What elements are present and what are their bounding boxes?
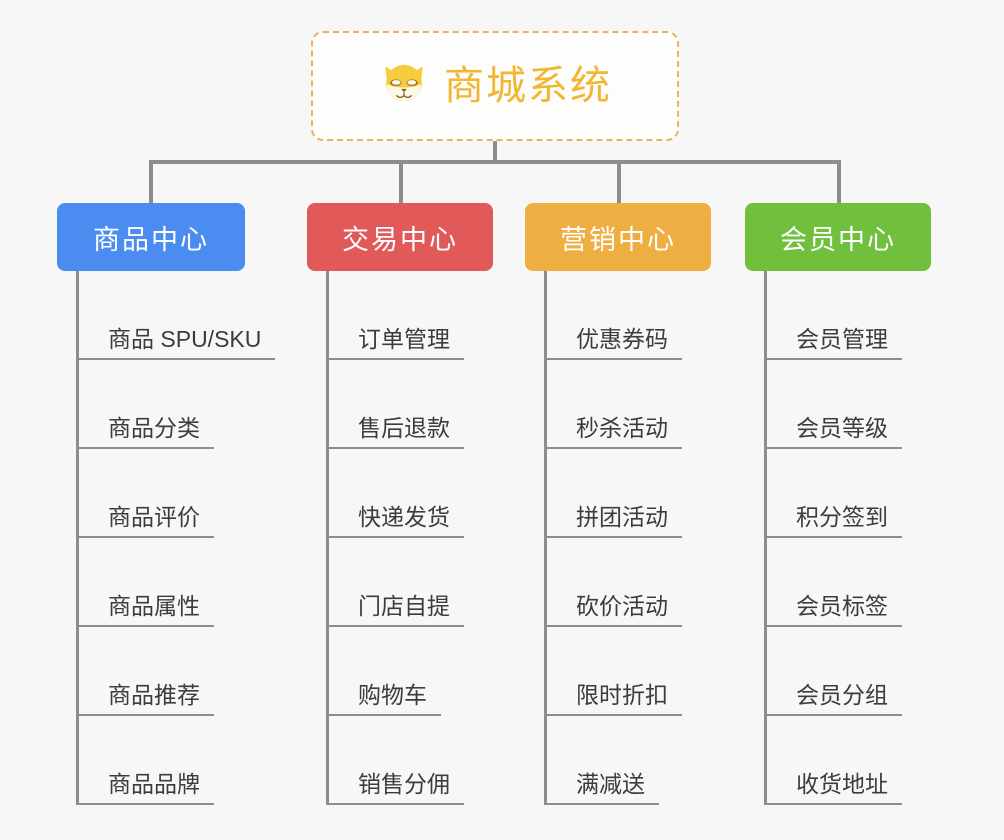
leaf-label: 快递发货	[326, 504, 464, 538]
category-header-3[interactable]: 营销中心	[525, 203, 711, 271]
list-item[interactable]: 门店自提	[326, 538, 493, 627]
leaf-label: 会员标签	[764, 593, 902, 627]
leaf-label: 限时折扣	[544, 682, 682, 716]
leaf-label: 门店自提	[326, 593, 464, 627]
connector-drop-column-4	[837, 160, 841, 203]
list-item[interactable]: 商品属性	[76, 538, 245, 627]
column-spine-1	[76, 271, 79, 805]
list-item[interactable]: 满减送	[544, 716, 711, 805]
connector-drop-column-3	[617, 160, 621, 203]
list-item[interactable]: 商品 SPU/SKU	[76, 271, 276, 360]
branch-column-3: 营销中心 优惠券码 秒杀活动 拼团活动 砍价活动 限时折扣 满减送	[525, 203, 711, 805]
list-item[interactable]: 商品评价	[76, 449, 245, 538]
leaf-label: 满减送	[544, 771, 659, 805]
leaf-list-1: 商品 SPU/SKU 商品分类 商品评价 商品属性 商品推荐 商品品牌	[76, 271, 276, 805]
column-spine-2	[326, 271, 329, 805]
leaf-label: 订单管理	[326, 326, 464, 360]
leaf-label: 拼团活动	[544, 504, 682, 538]
leaf-label: 会员等级	[764, 415, 902, 449]
branch-column-4: 会员中心 会员管理 会员等级 积分签到 会员标签 会员分组 收货地址	[745, 203, 931, 805]
list-item[interactable]: 优惠券码	[544, 271, 711, 360]
list-item[interactable]: 商品推荐	[76, 627, 245, 716]
category-label-3: 营销中心	[560, 224, 676, 255]
list-item[interactable]: 积分签到	[764, 449, 931, 538]
leaf-list-3: 优惠券码 秒杀活动 拼团活动 砍价活动 限时折扣 满减送	[544, 271, 711, 805]
leaf-label: 购物车	[326, 682, 441, 716]
list-item[interactable]: 订单管理	[326, 271, 493, 360]
category-label-4: 会员中心	[780, 224, 896, 255]
column-spine-3	[544, 271, 547, 805]
list-item[interactable]: 购物车	[326, 627, 493, 716]
leaf-list-2: 订单管理 售后退款 快递发货 门店自提 购物车 销售分佣	[326, 271, 493, 805]
branch-column-2: 交易中心 订单管理 售后退款 快递发货 门店自提 购物车 销售分佣	[307, 203, 493, 805]
leaf-list-4: 会员管理 会员等级 积分签到 会员标签 会员分组 收货地址	[764, 271, 931, 805]
list-item[interactable]: 拼团活动	[544, 449, 711, 538]
leaf-label: 秒杀活动	[544, 415, 682, 449]
leaf-label: 商品推荐	[76, 682, 214, 716]
leaf-label: 商品属性	[76, 593, 214, 627]
leaf-label: 商品 SPU/SKU	[76, 326, 276, 360]
leaf-label: 积分签到	[764, 504, 902, 538]
leaf-label: 商品品牌	[76, 771, 214, 805]
leaf-label: 售后退款	[326, 415, 464, 449]
category-header-2[interactable]: 交易中心	[307, 203, 493, 271]
leaf-label: 优惠券码	[544, 326, 682, 360]
shiba-dog-icon	[385, 64, 423, 102]
column-spine-4	[764, 271, 767, 805]
list-item[interactable]: 销售分佣	[326, 716, 493, 805]
connector-root-stem	[493, 141, 497, 164]
category-header-4[interactable]: 会员中心	[745, 203, 931, 271]
connector-drop-column-1	[149, 160, 153, 203]
leaf-label: 会员管理	[764, 326, 902, 360]
category-header-1[interactable]: 商品中心	[57, 203, 245, 271]
leaf-label: 砍价活动	[544, 593, 682, 627]
leaf-label: 收货地址	[764, 771, 902, 805]
leaf-label: 商品评价	[76, 504, 214, 538]
leaf-label: 会员分组	[764, 682, 902, 716]
category-label-2: 交易中心	[342, 224, 458, 255]
connector-horizontal-bus	[149, 160, 841, 164]
list-item[interactable]: 会员标签	[764, 538, 931, 627]
list-item[interactable]: 会员分组	[764, 627, 931, 716]
list-item[interactable]: 砍价活动	[544, 538, 711, 627]
list-item[interactable]: 秒杀活动	[544, 360, 711, 449]
list-item[interactable]: 会员管理	[764, 271, 931, 360]
list-item[interactable]: 快递发货	[326, 449, 493, 538]
connector-drop-column-2	[399, 160, 403, 203]
leaf-label: 销售分佣	[326, 771, 464, 805]
list-item[interactable]: 限时折扣	[544, 627, 711, 716]
leaf-label: 商品分类	[76, 415, 214, 449]
list-item[interactable]: 商品分类	[76, 360, 245, 449]
list-item[interactable]: 商品品牌	[76, 716, 245, 805]
category-label-1: 商品中心	[93, 224, 209, 255]
root-node[interactable]: 商城系统	[311, 31, 679, 141]
branch-column-1: 商品中心 商品 SPU/SKU 商品分类 商品评价 商品属性 商品推荐 商品品牌	[57, 203, 276, 805]
list-item[interactable]: 收货地址	[764, 716, 931, 805]
root-label: 商城系统	[444, 64, 612, 108]
list-item[interactable]: 售后退款	[326, 360, 493, 449]
list-item[interactable]: 会员等级	[764, 360, 931, 449]
